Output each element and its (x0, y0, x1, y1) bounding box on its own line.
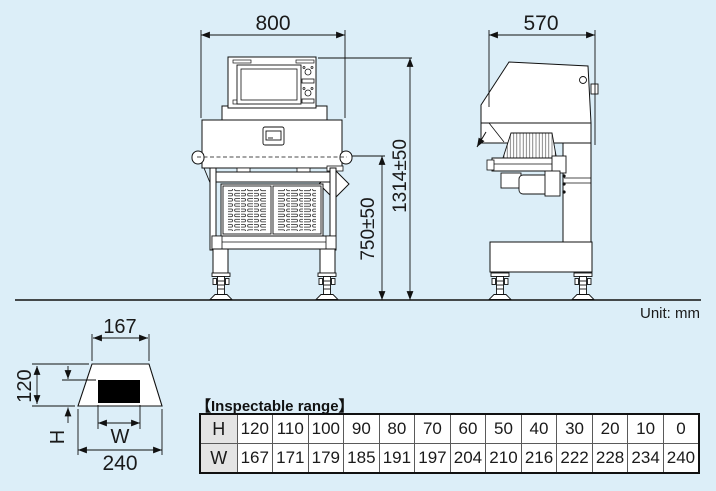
indicator-circle (579, 76, 587, 84)
row-header: H (199, 413, 238, 444)
leg-left (212, 248, 229, 274)
panel-buttons (301, 66, 315, 104)
range-value: 167 (236, 443, 274, 474)
range-value: 197 (414, 443, 451, 474)
dim-label-side-depth: 570 (523, 12, 558, 35)
chamber-handle (262, 126, 285, 146)
side-top-box (480, 61, 592, 124)
range-value: 171 (272, 443, 309, 474)
range-value: 90 (343, 413, 380, 444)
unit-label: Unit: mm (640, 305, 700, 322)
adjustable-foot (315, 272, 339, 300)
range-value: 234 (627, 443, 664, 474)
cross-section (32, 334, 163, 455)
range-value: 40 (520, 413, 558, 444)
adjustable-foot (488, 272, 512, 300)
range-value: 204 (449, 443, 487, 474)
range-value: 30 (556, 413, 593, 444)
range-value: 222 (556, 443, 593, 474)
range-value: 100 (307, 413, 345, 444)
range-value: 80 (378, 413, 416, 444)
range-value: 228 (591, 443, 629, 474)
range-value: 20 (591, 413, 629, 444)
top-bar (215, 171, 331, 183)
curtain (501, 132, 558, 162)
display-screen-inner (240, 68, 298, 101)
side-base (489, 241, 593, 273)
adjustable-foot (571, 272, 595, 300)
range-value: 240 (662, 443, 700, 474)
range-value: 10 (627, 413, 664, 444)
product-rect (98, 380, 140, 403)
adjustable-foot (209, 272, 233, 300)
table-row-w: W 167 171 179 185 191 197 204 210 216 22… (199, 443, 700, 474)
row-header: W (199, 443, 238, 474)
dimension-lines (200, 30, 596, 300)
range-value: 70 (414, 413, 451, 444)
table-row-h: H 120 110 100 90 80 70 60 50 40 30 20 10… (199, 413, 700, 444)
dim-label-bottom-width: 240 (102, 452, 137, 475)
side-mechanism (500, 170, 566, 197)
range-value: 185 (343, 443, 380, 474)
side-view (476, 61, 599, 300)
dim-label-section-height: 120 (14, 369, 36, 402)
roller-right (339, 150, 353, 165)
inspectable-range-table: H 120 110 100 90 80 70 60 50 40 30 20 10… (199, 413, 700, 474)
leg-right (319, 248, 336, 274)
front-view (191, 56, 353, 300)
panel-strip-left (232, 59, 252, 64)
dim-label-belt-height: 750±50 (358, 197, 379, 260)
range-value: 60 (449, 413, 487, 444)
label-product-height: H (47, 430, 69, 444)
roller-left (191, 150, 205, 165)
range-value: 191 (378, 443, 416, 474)
range-value: 0 (662, 413, 700, 444)
dim-label-top-width: 167 (103, 316, 136, 338)
range-value: 216 (520, 443, 558, 474)
side-column (562, 142, 592, 243)
inspectable-range-title: 【Inspectable range】 (196, 398, 354, 415)
louvers (228, 189, 316, 231)
dim-label-front-width: 800 (255, 12, 290, 35)
range-value: 120 (236, 413, 274, 444)
range-value: 179 (307, 443, 345, 474)
range-value: 110 (272, 413, 309, 444)
range-value: 210 (485, 443, 522, 474)
side-connector-tab (590, 83, 599, 95)
label-product-width: W (111, 426, 130, 448)
dim-label-total-height: 1314±50 (390, 139, 411, 213)
panel-strip-right (295, 59, 315, 64)
crossbar (211, 235, 337, 250)
flow-arrow (476, 131, 487, 148)
range-value: 50 (485, 413, 522, 444)
